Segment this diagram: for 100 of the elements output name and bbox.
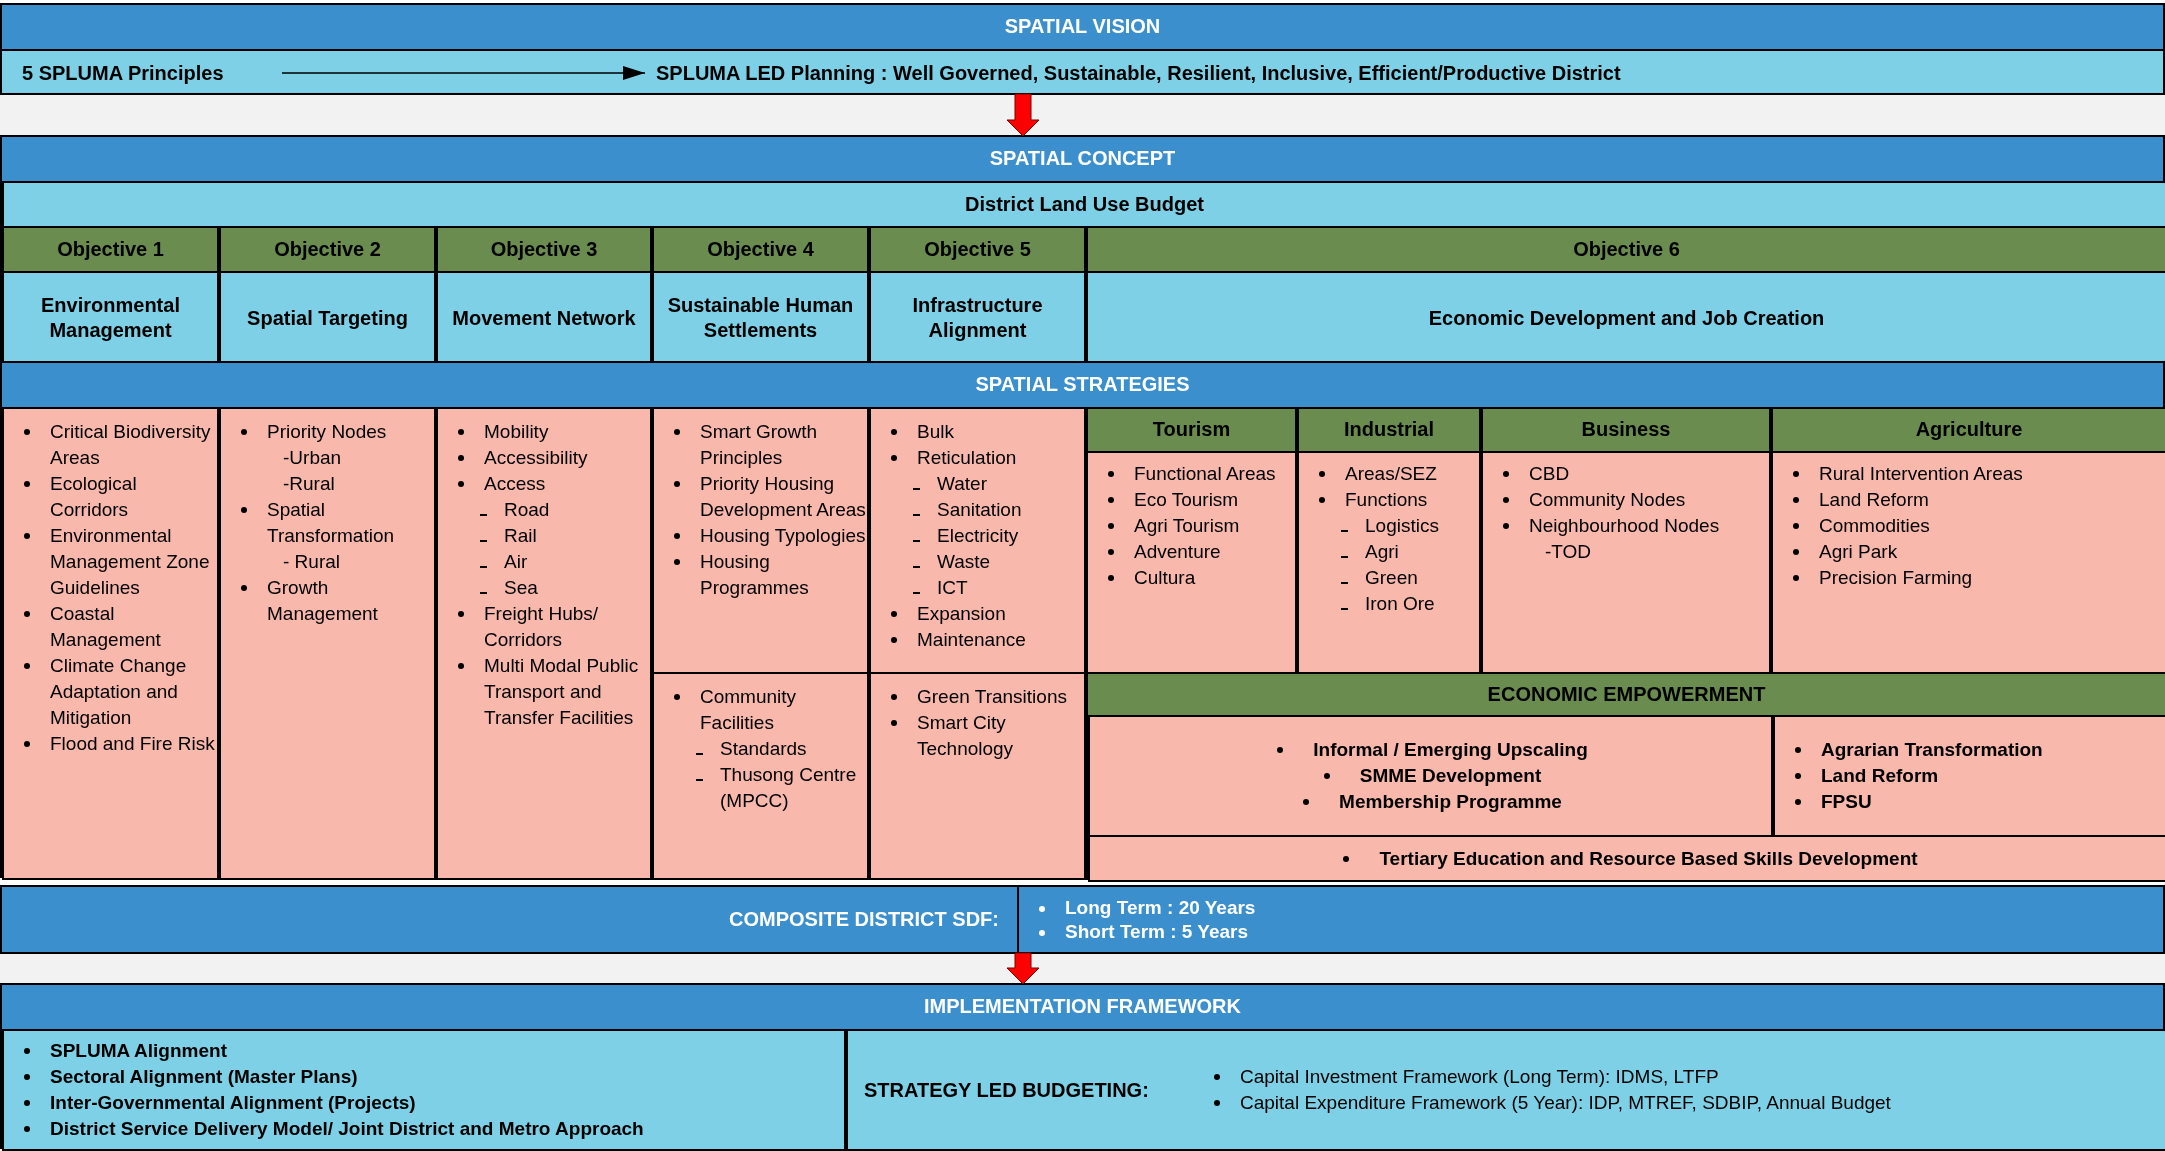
list-item: Bulk	[917, 421, 954, 442]
list-item: Growth Management	[267, 577, 378, 624]
list-item: Spatial Transformation	[267, 499, 395, 546]
section-panel	[0, 983, 2165, 1149]
sdf-band	[0, 885, 2165, 954]
list-item: SPLUMA Alignment	[50, 1040, 227, 1061]
list-item: Capital Investment Framework (Long Term): IDMS, LTFP	[1240, 1066, 1719, 1087]
list-panel	[2, 1029, 846, 1151]
column-heading: Industrial	[1299, 409, 1479, 453]
list-item: Flood and Fire Risk	[50, 733, 215, 754]
list-item: Air	[504, 551, 528, 572]
list-item: Green	[1365, 567, 1418, 588]
list-item: Long Term : 20 Years	[1065, 896, 1256, 918]
list-item: District Service Delivery Model/ Joint District and Metro Approach	[50, 1118, 644, 1139]
list-item: ICT	[937, 577, 968, 598]
list-item: Thusong Centre (MPCC)	[720, 764, 857, 811]
list-item: Rural Intervention Areas	[1819, 463, 2023, 484]
strategy-cell	[1086, 407, 1297, 674]
list-item: Eco Tourism	[1134, 489, 1239, 510]
block-arrow	[1006, 952, 1040, 985]
section-heading: SPATIAL CONCEPT	[2, 137, 2163, 183]
list-item: Priority Housing Development Areas	[700, 473, 866, 520]
list-item: Road	[504, 499, 550, 520]
column-heading: Objective 2	[221, 228, 434, 273]
list-item: SMME Development	[1359, 765, 1542, 786]
list-item: Informal / Emerging Upscaling	[1313, 739, 1588, 760]
principles-label: 5 SPLUMA Principles	[22, 50, 284, 96]
strategy-cell	[1088, 715, 1773, 837]
list-item: Housing Programmes	[700, 551, 809, 598]
section-heading: ECONOMIC EMPOWERMENT	[1088, 674, 2165, 717]
list-item: Water	[937, 473, 987, 494]
column-heading: Objective 6	[1088, 228, 2165, 273]
band-heading: COMPOSITE DISTRICT SDF:	[2, 887, 1019, 952]
strategy-cell	[869, 672, 1086, 880]
list-item: Electricity	[937, 525, 1019, 546]
strategy-cell	[1297, 407, 1481, 674]
list-item: FPSU	[1821, 791, 1872, 812]
list-item: Climate Change Adaptation and Mitigation	[50, 655, 187, 728]
list-item: Smart City Technology	[917, 712, 1014, 759]
list-item: Standards	[720, 738, 807, 759]
strategy-cell	[1771, 407, 2165, 674]
list-item: Cultura	[1134, 567, 1196, 588]
strategy-cell	[869, 407, 1086, 674]
list-item: Precision Farming	[1819, 567, 1973, 588]
list-item: Maintenance	[917, 629, 1026, 650]
section-panel	[0, 135, 2165, 363]
list-item: Expansion	[917, 603, 1006, 624]
list-item: Rail	[504, 525, 537, 546]
list-item: Land Reform	[1819, 489, 1929, 510]
strategy-cell	[436, 407, 652, 880]
list-item: Community Nodes	[1529, 489, 1686, 510]
list-item: Logistics	[1365, 515, 1439, 536]
objective-title: Infrastructure Alignment	[911, 293, 1044, 343]
objective-title: Economic Development and Job Creation	[1427, 305, 1826, 331]
list-item: -Rural	[283, 473, 335, 494]
list-item: Membership Programme	[1339, 791, 1562, 812]
list-item: Coastal Management	[50, 603, 161, 650]
list-item: Land Reform	[1821, 765, 1939, 786]
section-heading: IMPLEMENTATION FRAMEWORK	[2, 985, 2163, 1031]
list-item: Housing Typologies	[700, 525, 866, 546]
section-panel	[0, 3, 2165, 95]
list-item: Sanitation	[937, 499, 1022, 520]
list-item: Adventure	[1134, 541, 1221, 562]
section-heading: SPATIAL STRATEGIES	[2, 363, 2163, 409]
list-item: Smart Growth Principles	[700, 421, 818, 468]
objective-title: Movement Network	[451, 305, 637, 331]
list-item: Areas/SEZ	[1345, 463, 1437, 484]
list-item: Priority Nodes	[267, 421, 387, 442]
list-item: Sectoral Alignment (Master Plans)	[50, 1066, 358, 1087]
column-heading: Business	[1483, 409, 1769, 453]
list-item: - Rural	[283, 551, 340, 572]
arrow	[281, 66, 646, 80]
column-heading: Tourism	[1088, 409, 1295, 453]
objective-title: Sustainable Human Settlements	[666, 293, 855, 343]
list-item: Environmental Management Zone Guidelines	[50, 525, 210, 598]
strategy-cell	[1481, 407, 1771, 674]
list-item: Tertiary Education and Resource Based Skills Development	[1379, 847, 1918, 869]
objective-title: Environmental Management	[40, 293, 181, 343]
list-item: Agri	[1365, 541, 1399, 562]
section-heading: SPATIAL VISION	[2, 5, 2163, 51]
budget-band: District Land Use Budget	[2, 181, 2165, 228]
objective-title: Spatial Targeting	[246, 305, 409, 331]
list-item: Community Facilities	[700, 686, 797, 733]
strategy-cell	[1088, 835, 2165, 882]
list-item: Inter-Governmental Alignment (Projects)	[50, 1092, 416, 1113]
strategy-cell	[219, 407, 436, 880]
list-panel	[846, 1029, 2165, 1151]
column-heading: Objective 5	[871, 228, 1084, 273]
list-item: Sea	[504, 577, 538, 598]
column-heading: Objective 4	[654, 228, 867, 273]
list-item: Functions	[1345, 489, 1428, 510]
strategy-cell	[652, 407, 869, 674]
list-item: Neighbourhood Nodes	[1529, 515, 1720, 536]
budget-heading: STRATEGY LED BUDGETING:	[863, 1078, 1150, 1102]
list-item: Agri Tourism	[1134, 515, 1240, 536]
list-item: Capital Expenditure Framework (5 Year): IDP, MTREF, SDBIP, Annual Budget	[1240, 1092, 1891, 1113]
strategy-cell	[652, 672, 869, 880]
list-item: -TOD	[1545, 541, 1592, 562]
block-arrow	[1006, 93, 1040, 137]
column-heading: Objective 3	[438, 228, 650, 273]
